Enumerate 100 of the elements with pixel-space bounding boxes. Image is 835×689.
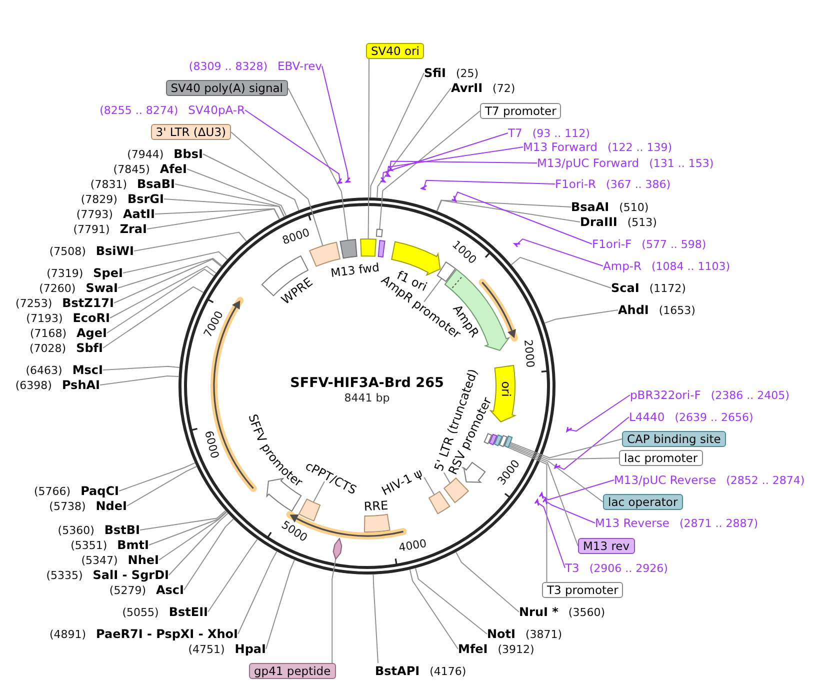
feature-box xyxy=(309,242,340,267)
leader-line xyxy=(114,258,222,304)
primer-label: pBR322ori-F (2386 .. 2405) xyxy=(630,387,790,403)
primer-mark xyxy=(388,166,393,172)
leader-line xyxy=(118,258,222,288)
restriction-site-label: (5738) NdeI xyxy=(49,498,127,514)
primer-label: T7 (93 .. 112) xyxy=(508,125,590,141)
leader-line xyxy=(312,480,326,503)
feature-box xyxy=(298,498,321,522)
leader-line xyxy=(102,366,180,370)
leader-line xyxy=(106,268,214,334)
restriction-site-label: (7944) BbsI xyxy=(127,146,203,162)
leader-line xyxy=(122,251,228,274)
primer-mark xyxy=(380,177,386,182)
feature-label: lac promoter xyxy=(619,450,703,466)
restriction-site-label: (5335) SalI - SgrDI xyxy=(46,567,169,583)
feature-label: RRE xyxy=(364,498,388,514)
leader-line xyxy=(202,154,300,211)
leader-line xyxy=(184,518,234,590)
primer-mark xyxy=(385,171,390,177)
restriction-site-label: (7845) AfeI xyxy=(113,161,187,177)
primer-label: T3 (2906 .. 2926) xyxy=(565,560,668,576)
leader-line xyxy=(544,310,618,324)
leader-line xyxy=(368,58,370,240)
leader-line xyxy=(382,132,508,182)
restriction-site-label: (5279) AscI xyxy=(109,582,184,598)
primer-label: M13/pUC Reverse (2852 .. 2874) xyxy=(614,472,805,488)
leader-line xyxy=(186,168,287,216)
feature-bar xyxy=(494,434,502,446)
restriction-site-label: MfeI (3912) xyxy=(458,641,534,657)
feature-bar xyxy=(498,435,508,448)
leader-line xyxy=(436,200,580,222)
restriction-site-label: (5347) NheI xyxy=(81,552,159,568)
feature-label: lac operator xyxy=(603,494,683,510)
leader-line xyxy=(566,394,630,432)
leader-line xyxy=(244,110,341,184)
orf-arc xyxy=(478,278,518,342)
leader-line xyxy=(102,286,204,348)
restriction-site-label: SfiI (25) xyxy=(424,65,479,81)
restriction-site-label: NotI (3871) xyxy=(487,626,562,642)
plasmid-size: 8441 bp xyxy=(344,392,390,404)
restriction-site-label: (7168) AgeI xyxy=(30,325,107,341)
primer-label: L4440 (2639 .. 2656) xyxy=(629,409,754,425)
leader-line xyxy=(288,88,348,241)
restriction-site-label: AhdI (1653) xyxy=(618,302,696,318)
leader-line xyxy=(536,501,566,568)
restriction-site-label: (4751) HpaI xyxy=(188,641,266,657)
primer-label: (8309 .. 8328) EBV-rev xyxy=(188,58,322,74)
feature-block xyxy=(463,462,486,483)
restriction-site-label: (7793) AatII xyxy=(76,206,155,222)
leader-line xyxy=(555,416,630,470)
leader-line xyxy=(456,552,520,612)
primer-mark xyxy=(542,498,548,504)
restriction-site-label: (7831) BsaBI xyxy=(90,176,175,192)
leader-line xyxy=(423,180,556,190)
feature-label: 3' LTR (ΔU3) xyxy=(150,124,231,140)
feature-box xyxy=(376,228,383,238)
leader-line xyxy=(443,472,451,484)
feature-label: SV40 poly(A) signal xyxy=(166,80,288,96)
scale-number: 6000 xyxy=(202,429,222,460)
primer-label: M13 Forward (122 .. 139) xyxy=(523,139,672,155)
restriction-site-label: (7253) BstZ17I xyxy=(16,295,114,311)
leader-line xyxy=(386,146,524,176)
feature-box xyxy=(360,238,376,257)
feature-label: SV40 ori xyxy=(366,43,424,59)
restriction-site-label: (4891) PaeR7I - PspXI - XhoI xyxy=(49,626,238,642)
leader-line xyxy=(453,192,592,244)
primer-label: M13 Reverse (2871 .. 2887) xyxy=(595,515,758,531)
feature-box xyxy=(428,491,450,514)
feature-label: CAP binding site xyxy=(622,431,726,447)
leader-line xyxy=(436,200,572,212)
leader-line xyxy=(540,480,614,500)
scale-number: 2000 xyxy=(522,339,537,368)
leader-line xyxy=(208,538,258,612)
leader-line xyxy=(370,72,424,198)
scale-number: 4000 xyxy=(398,536,428,554)
restriction-site-label: (7260) SwaI xyxy=(39,280,118,296)
restriction-site-label: ScaI (1172) xyxy=(611,280,686,296)
restriction-site-label: (6463) MscI xyxy=(26,362,103,378)
feature-label: M13 rev xyxy=(578,538,635,554)
leader-line xyxy=(372,574,378,664)
leader-line xyxy=(389,160,538,171)
feature-box xyxy=(436,262,456,282)
primer-mark xyxy=(538,492,544,499)
feature-bar xyxy=(488,434,498,446)
primer-mark xyxy=(554,464,560,468)
restriction-site-label: DraIII (513) xyxy=(580,214,657,230)
leader-line xyxy=(164,198,285,218)
restriction-site-label: (7028) SbfI xyxy=(30,340,103,356)
restriction-site-label: (5351) BmtI xyxy=(70,537,149,553)
primer-label: Amp-R (1084 .. 1103) xyxy=(603,258,730,274)
primer-mark xyxy=(420,185,427,190)
feature-label: T7 promoter xyxy=(480,103,562,119)
feature-label: gp41 peptide xyxy=(249,663,336,679)
plasmid-name: SFFV-HIF3A-Brd 265 xyxy=(290,375,444,391)
primer-mark xyxy=(566,426,572,432)
leader-line xyxy=(376,88,452,198)
leader-line xyxy=(154,208,280,220)
leader-line xyxy=(510,438,622,458)
feature-label: M13 fwd xyxy=(330,260,380,280)
